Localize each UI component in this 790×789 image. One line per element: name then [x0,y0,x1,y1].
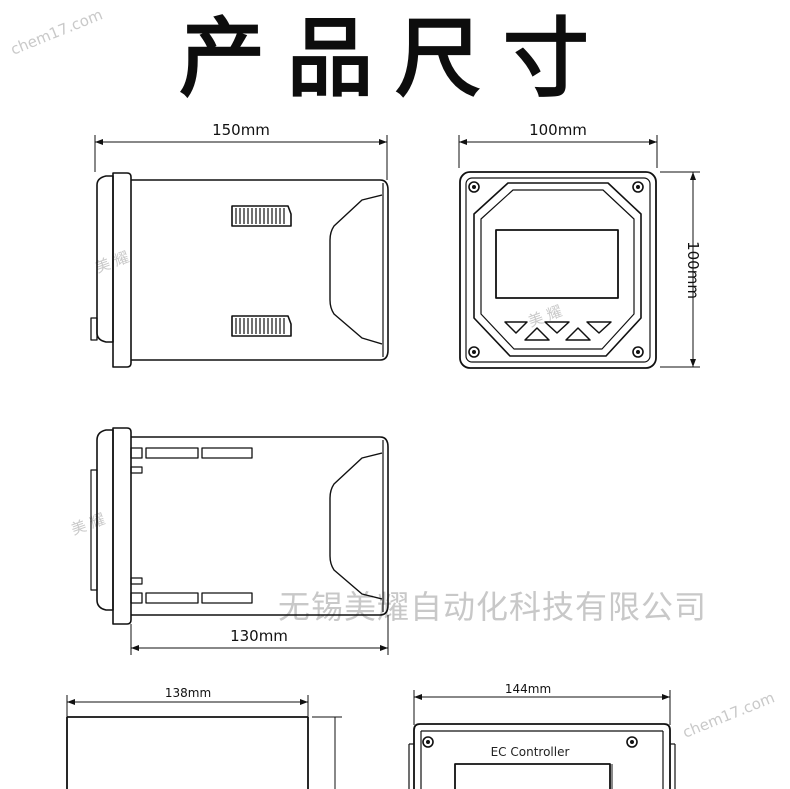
side-view-bottom: 130mm [90,427,389,655]
dim-label-130: 130mm [230,627,288,645]
dim-label-138: 138mm [165,686,211,700]
panel-label: EC Controller [491,745,570,759]
front-view: 100mm 100mm [458,121,702,369]
dim-label-150: 150mm [212,121,270,139]
dim-label-144: 144mm [505,682,551,696]
panel-cutout-view: 138mm [66,686,342,789]
dim-label-100-height: 100mm [684,241,702,299]
panel-front-view: 144mm EC Controller [408,682,676,789]
dim-label-100-width: 100mm [529,121,587,139]
page-title: 产品尺寸 [179,9,611,109]
side-view-top: 150mm [90,121,389,368]
company-name: 无锡美耀自动化科技有限公司 [278,588,708,626]
